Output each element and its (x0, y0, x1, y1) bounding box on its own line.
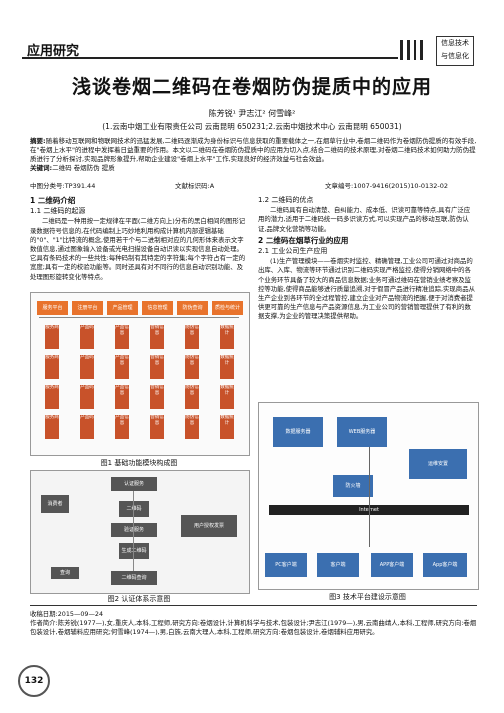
fig3-node-3: 防火墙 (333, 475, 373, 497)
page-header: 应用研究 信息技术 与信息化 (0, 0, 504, 70)
fig2-flow-line (133, 491, 134, 571)
heading-1-2: 1.2 二维码的优点 (258, 196, 314, 204)
fig3-node-6: 客户端 (317, 553, 359, 577)
fig1-submodule-4-0: 防伪信息 (185, 325, 199, 349)
fig1-submodule-0-2: 服务商 (45, 385, 59, 409)
fig1-connector (39, 317, 239, 318)
fig1-submodule-3-1: 营销信息 (150, 355, 164, 379)
fig1-submodule-5-3: 数据统计 (220, 415, 234, 439)
fig1-submodule-2-3: 产品信息 (115, 415, 129, 439)
header-bars (400, 40, 428, 60)
footer-notes: 收稿日期:2015—09—24 作者简介:陈芳锐(1977—),女,重庆人,本科… (30, 605, 477, 637)
fig1-module-3: 信息管理 (142, 301, 173, 315)
heading-1-1: 1.1 二维码的起源 (30, 207, 86, 216)
header-rule (22, 57, 398, 59)
abstract-label: 摘要: (30, 137, 46, 145)
fig1-submodule-2-0: 产品信息 (115, 325, 129, 349)
clc-number: 中图分类号:TP391.44 (30, 182, 96, 190)
fig3-node-5: PC客户端 (265, 553, 307, 577)
abstract: 摘要:随着移动互联网和物联网技术的迅猛发展,二维码逐渐成为身份标识与信息获取的重… (30, 137, 477, 173)
fig1-submodule-0-0: 服务商 (45, 325, 59, 349)
fig1-submodule-4-2: 防伪信息 (185, 385, 199, 409)
fig2-node-4: 用户授权发票 (181, 515, 237, 537)
fig1-submodule-2-2: 产品信息 (115, 385, 129, 409)
keywords-label: 关键词: (30, 164, 53, 172)
fig1-submodule-0-3: 服务商 (45, 415, 59, 439)
right-column: 1.2 二维码的优点 二维码具有自动清楚、自纠能力、成本低、识读可靠等特点,具有… (258, 194, 476, 322)
fig3-node-8: App客户端 (423, 553, 467, 577)
fig1-module-0: 服务平台 (37, 301, 68, 315)
paragraph-2: 二维码具有自动清楚、自纠能力、成本低、识读可靠等特点,具有广泛应用的潜力,适用于… (258, 206, 471, 233)
fig1-submodule-5-2: 数据统计 (220, 385, 234, 409)
heading-2: 2 二维码在烟草行业的应用 (258, 235, 349, 245)
fig1-submodule-2-1: 产品信息 (115, 355, 129, 379)
paragraph-3: (1)生产管理模块——卷烟实时监控、精确管理,工业公司可通过对商品的出库、入库、… (258, 257, 475, 321)
doc-code: 文献标识码:A (175, 182, 215, 190)
figure-1: 服务平台服务商服务商服务商服务商注册平台产品码产品码产品码产品码产品管理产品信息… (30, 292, 250, 456)
fig1-submodule-3-3: 营销信息 (150, 415, 164, 439)
article-authors: 陈芳锐¹ 尹志江² 何雪峰² (208, 109, 296, 118)
stamp-line-1: 信息技术 (441, 39, 469, 47)
fig1-submodule-5-1: 数据统计 (220, 355, 234, 379)
keywords-text: 二维码 卷烟防伪 提质 (52, 164, 115, 172)
fig1-submodule-1-2: 产品码 (80, 385, 94, 409)
fig1-submodule-1-1: 产品码 (80, 355, 94, 379)
fig3-node-7: APP客户端 (371, 553, 413, 577)
fig1-module-1: 注册平台 (72, 301, 103, 315)
fig2-node-6: 查询 (51, 567, 79, 579)
figure-1-caption: 图1 基础功能模块构成图 (100, 459, 178, 467)
figure-3: 数据服务器WEB服务器运维安置防火墙InternetPC客户端客户端APP客户端… (258, 402, 479, 590)
fig3-node-2: 运维安置 (409, 449, 467, 479)
paragraph-1: 二维码是一种用按一定规律在平面(二维方向上)分布的黑白相间的图形记录数据符号信息… (30, 217, 246, 281)
fig3-link (369, 447, 370, 547)
fig1-module-5: 质检与统计 (212, 301, 243, 315)
fig1-submodule-5-0: 数据统计 (220, 325, 234, 349)
section-label: 应用研究 (27, 44, 80, 59)
fig2-node-0: 认证服务 (111, 477, 157, 491)
abstract-text: 随着移动互联网和物联网技术的迅猛发展,二维码逐渐成为身份标识与信息获取的重要载体… (30, 137, 477, 163)
fig1-submodule-4-3: 防伪信息 (185, 415, 199, 439)
fig2-node-3: 验证服务 (111, 523, 157, 537)
heading-2-1: 2.1 工业公司生产应用 (258, 247, 328, 256)
fig1-submodule-1-3: 产品码 (80, 415, 94, 439)
fig2-node-2: 二维码 (119, 501, 149, 517)
fig2-node-5: 生成二维码 (119, 543, 149, 559)
journal-stamp: 信息技术 与信息化 (436, 36, 474, 66)
left-column: 1 二维码介绍 1.1 二维码的起源 二维码是一种用按一定规律在平面(二维方向上… (30, 194, 248, 282)
fig3-node-1: WEB服务器 (337, 417, 387, 447)
fig1-submodule-0-1: 服务商 (45, 355, 59, 379)
received-date: 收稿日期:2015—09—24 (30, 610, 104, 618)
fig1-module-2: 产品管理 (107, 301, 138, 315)
figure-2-caption: 图2 认证体系示意图 (107, 595, 171, 603)
article-title: 浅谈卷烟二维码在卷烟防伪提质中的应用 (71, 76, 432, 98)
article-affiliation: (1.云南中烟工业有限责任公司 云南昆明 650231;2.云南中烟技术中心 云… (102, 122, 402, 131)
fig2-node-1: 消费者 (41, 495, 69, 513)
page-number: 132 (18, 665, 50, 697)
stamp-line-2: 与信息化 (441, 52, 469, 60)
fig2-node-7: 二维码查询 (111, 571, 157, 585)
fig1-submodule-4-1: 防伪信息 (185, 355, 199, 379)
heading-1: 1 二维码介绍 (30, 196, 76, 205)
fig1-module-4: 防伪查询 (177, 301, 208, 315)
author-bio: 作者简介:陈芳锐(1977—),女,重庆人,本科,工程师,研究方向:卷烟设计,计… (30, 619, 477, 636)
fig1-submodule-3-2: 营销信息 (150, 385, 164, 409)
article-number: 文章编号:1007-9416(2015)10-0132-02 (325, 182, 449, 190)
fig1-submodule-3-0: 营销信息 (150, 325, 164, 349)
figure-3-caption: 图3 技术平台建设示意图 (329, 593, 406, 601)
fig3-node-0: 数据服务器 (273, 417, 323, 447)
fig1-submodule-1-0: 产品码 (80, 325, 94, 349)
